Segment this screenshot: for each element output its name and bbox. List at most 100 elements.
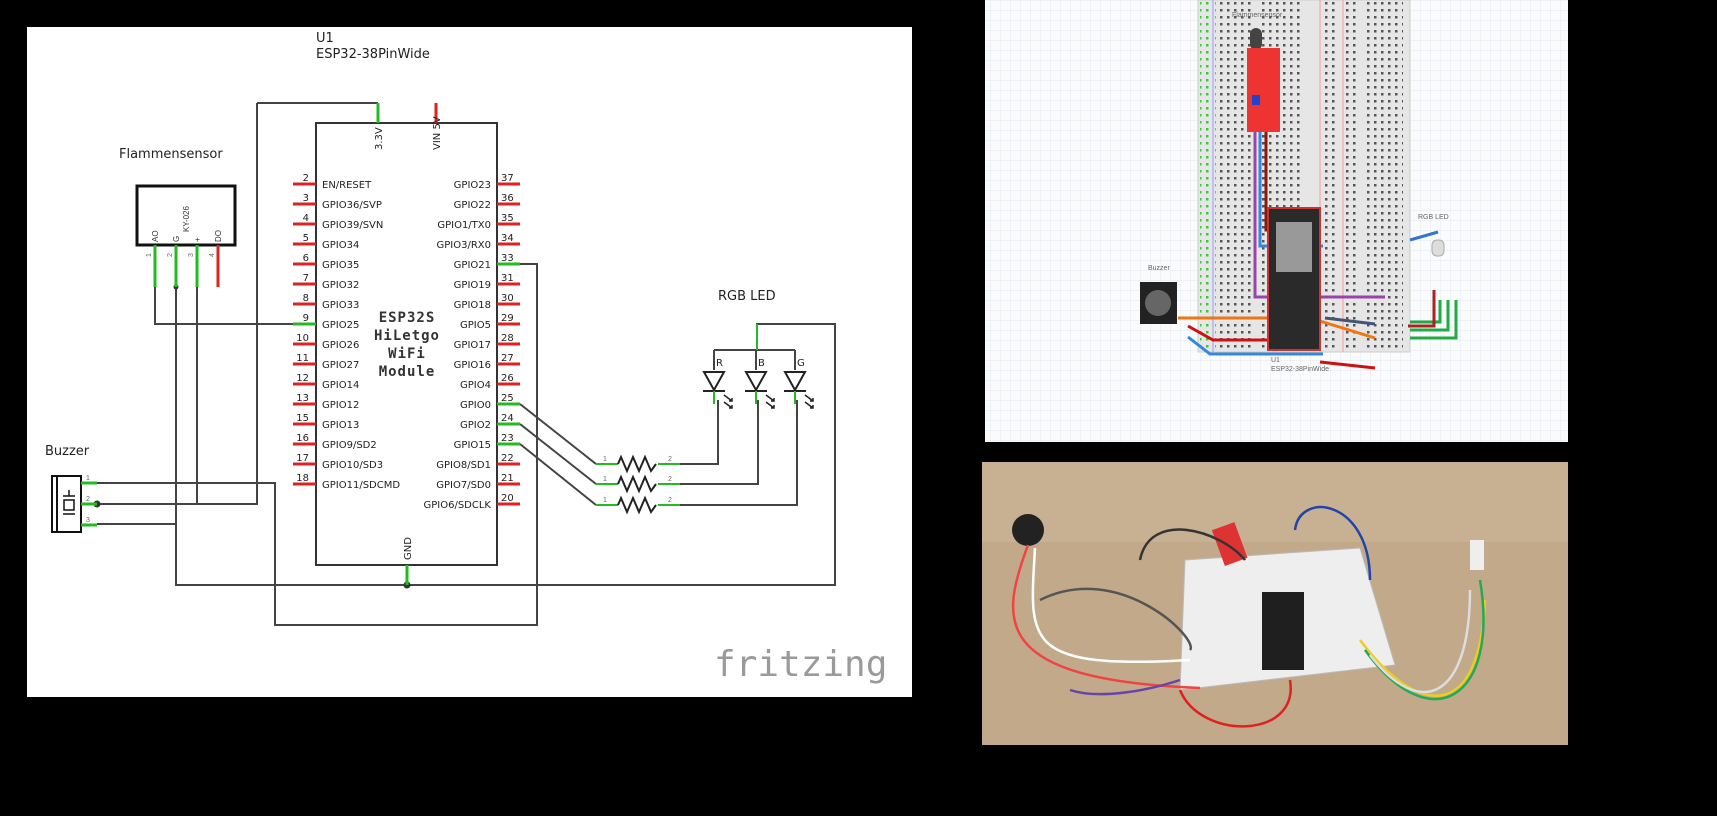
pin-label: GPIO17 <box>454 340 491 351</box>
flame-pin-number: 3 <box>188 253 195 257</box>
pin-label: GPIO7/SD0 <box>436 480 491 491</box>
resistor-pin-number: 1 <box>603 456 607 463</box>
wire-buzzer-signal <box>97 263 538 626</box>
flame-pin-label: DO <box>214 230 223 242</box>
pin-label: GPIO32 <box>322 280 359 291</box>
bb-part-name: ESP32-38PinWide <box>1271 366 1329 373</box>
breadboard-panel: Flammensensor U1 ESP32-38PinWide Buzzer … <box>985 0 1568 442</box>
breadboard-holes <box>1345 0 1359 352</box>
wire-led-common <box>713 349 796 370</box>
pin-number: 28 <box>501 333 514 344</box>
resistor-pin-number: 1 <box>603 476 607 483</box>
pin-number: 12 <box>296 373 309 384</box>
pin-number: 26 <box>501 373 514 384</box>
pin-label: GPIO25 <box>322 320 359 331</box>
pin-number: 18 <box>296 473 309 484</box>
pin-number: 25 <box>501 393 514 404</box>
led-channel-label: R <box>716 358 723 369</box>
pin-label: GPIO6/SDCLK <box>424 500 492 511</box>
pin-number: 35 <box>501 213 514 224</box>
module-text-line: ESP32S <box>379 310 436 326</box>
light-emission-icon <box>804 394 814 409</box>
resistor-zigzag-icon <box>617 495 657 515</box>
photo-rgb-led <box>1470 540 1484 570</box>
led-channel-label: G <box>797 358 805 369</box>
pin-label: GPIO1/TX0 <box>437 220 491 231</box>
resistor-zigzag-icon <box>617 454 657 474</box>
esp32-module-body[interactable] <box>315 122 498 566</box>
pin-label: GPIO0 <box>460 400 491 411</box>
pin-number: 15 <box>296 413 309 424</box>
light-emission-icon <box>765 394 775 409</box>
photo-panel <box>982 462 1568 745</box>
pin-number: 37 <box>501 173 514 184</box>
pin-label: GPIO22 <box>454 200 491 211</box>
pin-label: EN/RESET <box>322 180 372 191</box>
pin-number: 8 <box>303 293 309 304</box>
bb-flame-sensor[interactable] <box>1247 48 1280 132</box>
buzzer-speaker-icon <box>1145 290 1171 316</box>
pin-number: 7 <box>303 273 309 284</box>
wire-3v3-buzzer <box>97 103 258 505</box>
pin-label: GPIO23 <box>454 180 491 191</box>
flame-pin-label: G <box>172 236 181 242</box>
pin-number: 5 <box>303 233 309 244</box>
power-rail <box>1200 0 1212 352</box>
pin-number: 11 <box>296 353 309 364</box>
bb-rgb-led[interactable] <box>1431 239 1445 257</box>
pin-label: VIN 5V <box>432 116 443 150</box>
light-emission-icon <box>723 394 733 409</box>
pin-label: GPIO36/SVP <box>322 200 382 211</box>
buzzer-symbol[interactable]: Buzzer 123 <box>45 444 97 533</box>
breadboard-holes <box>1215 0 1253 352</box>
photo-wires <box>1011 505 1487 728</box>
pin-label: GPIO8/SD1 <box>436 460 491 471</box>
breadboard-holes <box>1322 0 1336 352</box>
wire-resistor-b <box>680 400 759 485</box>
pin-number: 4 <box>303 213 309 224</box>
fritzing-logo: fritzing <box>714 644 887 685</box>
bb-rgb-label: RGB LED <box>1418 214 1449 221</box>
photo-flame-sensor <box>1211 522 1248 567</box>
pin-label: GPIO39/SVN <box>322 220 383 231</box>
potentiometer-icon <box>1252 95 1260 105</box>
part-ref: U1 <box>316 31 334 46</box>
pin-label: 3.3V <box>374 127 385 150</box>
pin-number: 17 <box>296 453 309 464</box>
buzzer-pin-number: 2 <box>86 496 90 503</box>
flame-sensor-model: KY-026 <box>182 206 191 233</box>
flame-pin-label: AO <box>151 230 160 242</box>
flame-pin-number: 1 <box>146 253 153 257</box>
pin-number: 36 <box>501 193 514 204</box>
wire-resistor-g <box>680 400 798 506</box>
buzzer-box <box>56 475 82 533</box>
pin-number: 22 <box>501 453 514 464</box>
breadboard-holes <box>1365 0 1403 352</box>
pin-label: GPIO14 <box>322 380 359 391</box>
pin-number: 27 <box>501 353 514 364</box>
pin-label: GPIO34 <box>322 240 359 251</box>
pin-label: GPIO3/RX0 <box>437 240 492 251</box>
pin-label: GPIO12 <box>322 400 359 411</box>
schematic-panel: U1 ESP32-38PinWide ESP32SHiLetgoWiFiModu… <box>27 27 912 697</box>
part-name: ESP32-38PinWide <box>316 47 430 62</box>
esp32-pins: 2EN/RESET3GPIO36/SVP4GPIO39/SVN5GPIO346G… <box>293 103 520 585</box>
module-text-line: Module <box>379 364 436 380</box>
wire-gpio15-resistor <box>519 443 597 506</box>
pin-label: GPIO27 <box>322 360 359 371</box>
pin-label: GPIO4 <box>460 380 491 391</box>
flame-pin-label: + <box>193 237 202 242</box>
flame-pin-number: 2 <box>167 253 174 257</box>
resistor-pin-number: 2 <box>668 497 672 504</box>
pin-number: 20 <box>501 493 514 504</box>
wires <box>97 102 836 626</box>
pin-number: 13 <box>296 393 309 404</box>
pin-number: 30 <box>501 293 514 304</box>
